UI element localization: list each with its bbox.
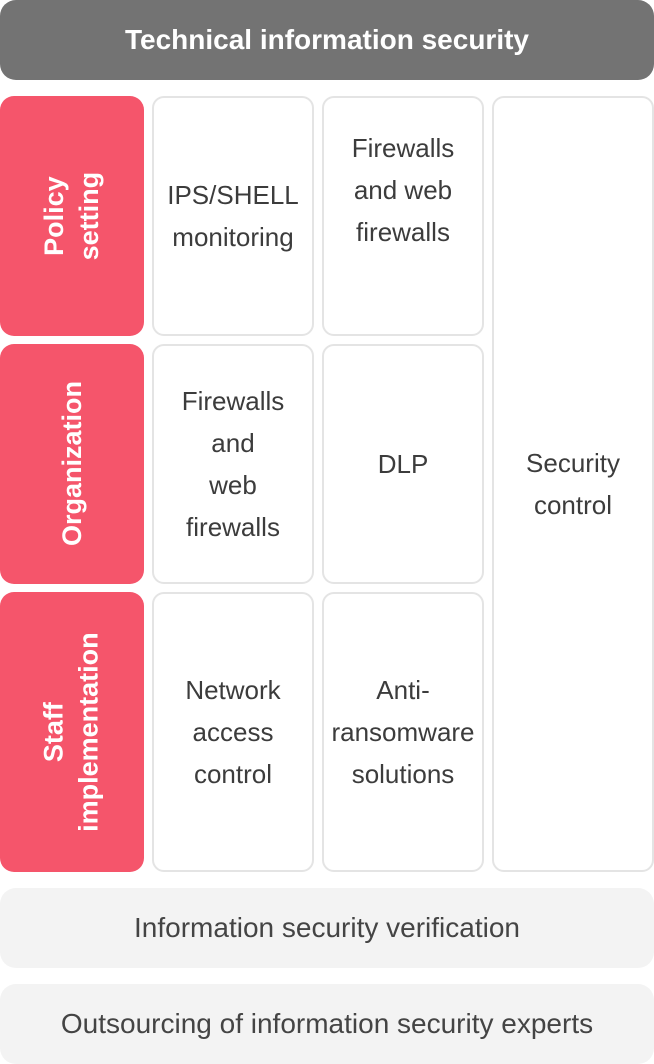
- row-label-organization: Organization: [0, 344, 144, 584]
- cell-firewalls-and-web-firewalls: Firewalls and web firewalls: [322, 96, 484, 336]
- cell-text: Anti- ransomware solutions: [331, 675, 475, 789]
- footer-outsourcing-experts: Outsourcing of information security expe…: [0, 984, 654, 1064]
- cell-text: DLP: [377, 449, 429, 479]
- diagram-header: Technical information security: [0, 0, 654, 80]
- cell-text: Security control: [526, 448, 620, 520]
- cell-anti-ransomware-solutions: Anti- ransomware solutions: [322, 592, 484, 872]
- row-label-text: Staff implementation: [38, 632, 104, 832]
- row-label-staff-implementation: Staff implementation: [0, 592, 144, 872]
- cell-text: Firewalls and web firewalls: [181, 386, 285, 542]
- row-label-policy-setting: Policy setting: [0, 96, 144, 336]
- footer-text: Outsourcing of information security expe…: [60, 1008, 594, 1039]
- footer-information-security-verification: Information security verification: [0, 888, 654, 968]
- row-label-text: Policy setting: [38, 171, 104, 261]
- cell-security-control: Security control: [492, 96, 654, 872]
- cell-text: Network access control: [185, 675, 281, 789]
- cell-network-access-control: Network access control: [152, 592, 314, 872]
- cell-text: IPS/SHELL monitoring: [167, 180, 299, 252]
- cell-firewalls-and-web-firewalls-2: Firewalls and web firewalls: [152, 344, 314, 584]
- cell-text: Firewalls and web firewalls: [351, 133, 455, 247]
- cell-dlp: DLP: [322, 344, 484, 584]
- diagram-title: Technical information security: [124, 24, 530, 55]
- row-label-text: Organization: [56, 381, 87, 547]
- cell-ips-shell-monitoring: IPS/SHELL monitoring: [152, 96, 314, 336]
- footer-text: Information security verification: [134, 912, 520, 943]
